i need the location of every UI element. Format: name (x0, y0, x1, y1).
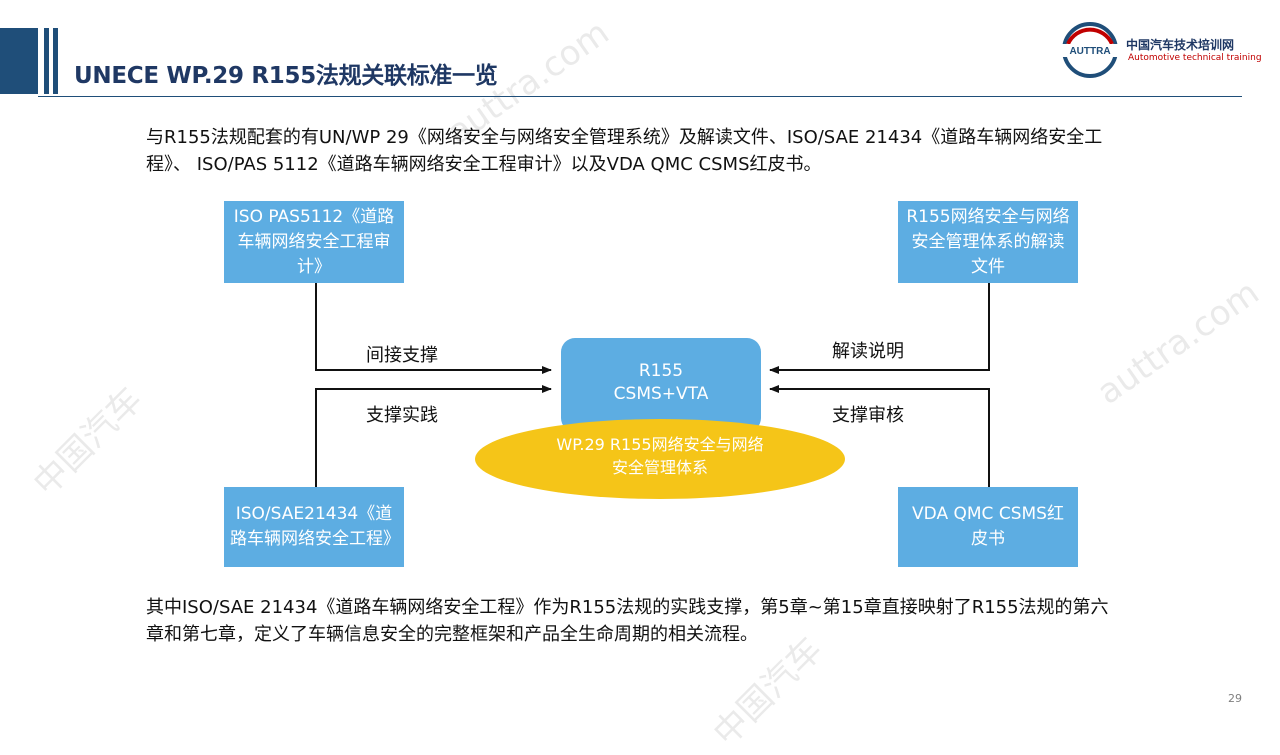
connector-bottom-right (769, 385, 990, 487)
box-iso-sae-21434: ISO/SAE21434《道路车辆网络安全工程》 (224, 487, 404, 567)
label-practice-support: 支撑实践 (366, 405, 438, 426)
header-divider (38, 96, 1242, 97)
header-accent-bar (44, 28, 49, 94)
label-indirect-support: 间接支撑 (366, 345, 438, 366)
center-line-2: CSMS+VTA (613, 384, 709, 404)
outro-paragraph: 其中ISO/SAE 21434《道路车辆网络安全工程》作为R155法规的实践支撑… (146, 597, 1109, 645)
wp29-ellipse (475, 419, 845, 499)
page-title: UNECE WP.29 R155法规关联标准一览 (74, 63, 498, 89)
center-line-1: R155 (638, 361, 684, 381)
header-accent-block (0, 28, 38, 94)
page-number: 29 (1228, 692, 1242, 705)
header-accent-bar (53, 28, 58, 94)
label-audit-support: 支撑审核 (832, 405, 904, 426)
box-iso-pas-5112: ISO PAS5112《道路车辆网络安全工程审计》 (224, 201, 404, 283)
logo-cn-text: 中国汽车技术培训网 (1126, 38, 1235, 52)
ellipse-line-1: WP.29 R155网络安全与网络 (556, 435, 764, 454)
box-vda-qmc-csms: VDA QMC CSMS红皮书 (898, 487, 1078, 567)
ellipse-line-2: 安全管理体系 (611, 458, 708, 477)
box-r155-interpretation: R155网络安全与网络安全管理体系的解读文件 (898, 201, 1078, 283)
label-interpretation: 解读说明 (832, 341, 904, 362)
diagram-connectors (315, 283, 990, 487)
connector-top-right (769, 283, 990, 374)
intro-paragraph: 与R155法规配套的有UN/WP 29《网络安全与网络安全管理系统》及解读文件、… (146, 127, 1103, 175)
logo-mark-text: AUTTRA (1069, 46, 1110, 57)
auttra-logo: AUTTRA (1062, 22, 1118, 78)
ellipse-label: WP.29 R155网络安全与网络 安全管理体系 (480, 433, 840, 479)
logo-en-text: Automotive technical training (1128, 53, 1262, 63)
connector-top-left (315, 283, 552, 374)
center-r155-box: R155 CSMS+VTA (561, 338, 761, 432)
connector-bottom-left (315, 385, 552, 487)
